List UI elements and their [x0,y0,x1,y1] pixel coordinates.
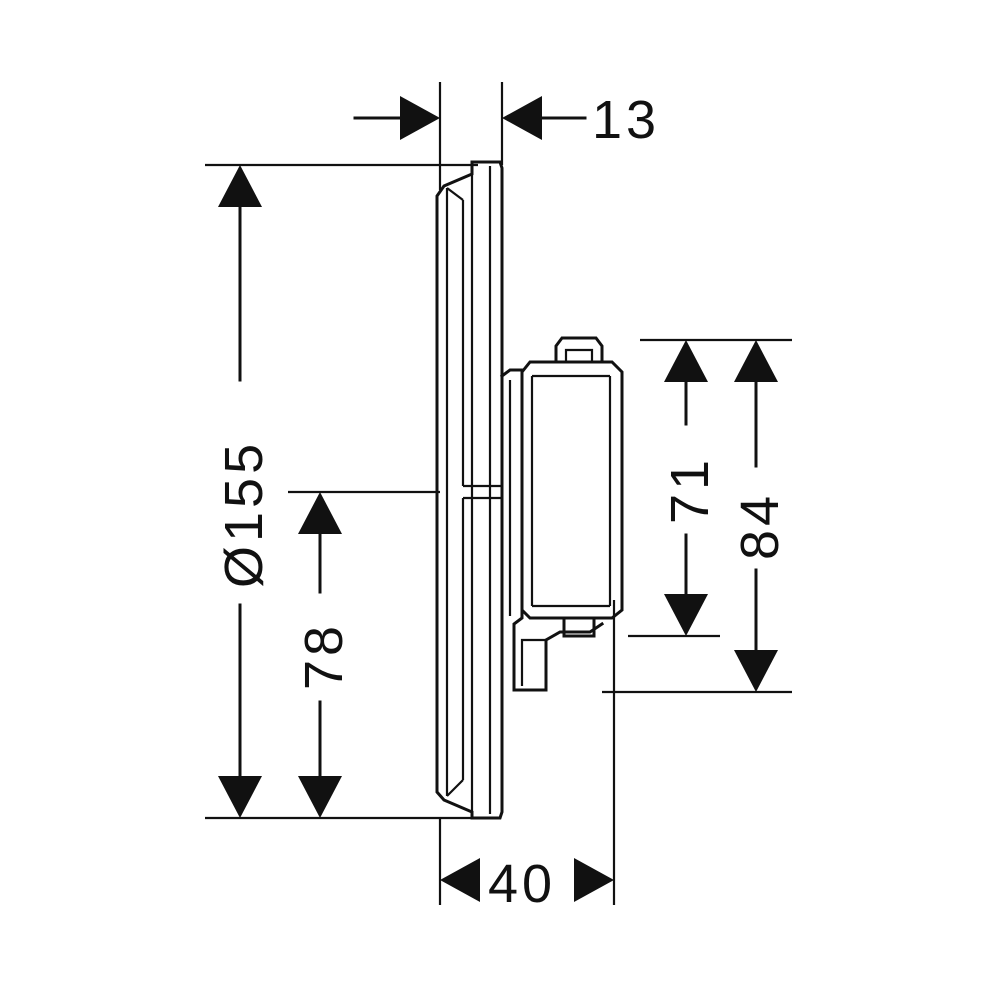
dim-84-arrow-top [734,340,778,382]
dim-155: Ø155 [214,165,274,818]
dim-40-arrow-left [440,858,480,902]
dim-13-arrow-right [502,96,542,140]
valve-body [499,336,624,692]
plate-bevel-bottom [446,779,464,797]
dim-155-label: Ø155 [214,440,274,588]
dim-84-label: 84 [730,492,790,560]
dim-13-arrow-left [400,96,440,140]
dim-78-label: 78 [294,622,354,690]
dim-155-arrow-top [218,165,262,207]
body-top-cap-inner [564,348,594,362]
body-flange-inner [508,380,546,686]
dim-71-arrow-top [664,340,708,382]
dim-84-arrow-bottom [734,650,778,692]
body-bottom-stub [562,616,596,638]
dim-40: 40 [440,854,614,914]
dim-13: 13 [353,90,660,150]
dim-78-arrow-top [298,492,342,534]
dim-84: 84 [730,340,790,692]
dim-13-label: 13 [592,90,660,150]
body-flange [499,368,605,692]
dim-78: 78 [294,492,354,818]
extension-lines [205,82,792,905]
body-top-cap [554,336,604,364]
plate-center-split [463,484,502,500]
body-housing [520,360,624,620]
dim-40-arrow-right [574,858,614,902]
dim-155-arrow-bottom [218,776,262,818]
body-housing-inner [530,374,612,608]
dim-78-arrow-bottom [298,776,342,818]
plate-bevel-top [446,187,464,201]
dim-71-label: 71 [660,456,720,524]
dim-71: 71 [660,340,720,636]
cover-plate [435,160,504,820]
dim-71-arrow-bottom [664,594,708,636]
dim-40-label: 40 [488,854,556,914]
